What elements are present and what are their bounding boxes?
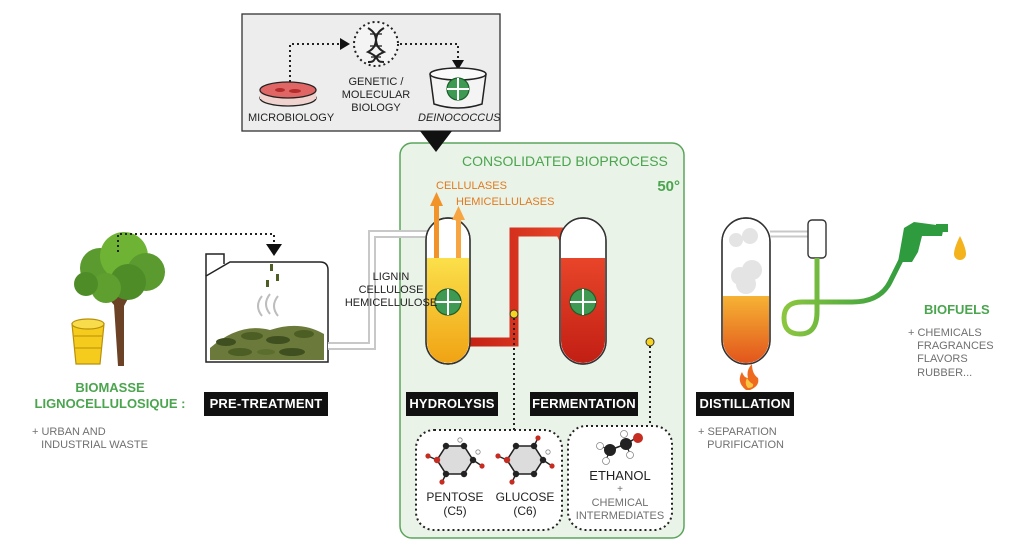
- distillation-column: [721, 217, 771, 365]
- biofuels-list: + CHEMICALS FRAGRANCES FLAVORS RUBBER...: [908, 327, 994, 379]
- enzyme-arrows: [430, 192, 465, 258]
- petri-dish-icon: [259, 81, 317, 107]
- glucose-molecule-icon: [495, 435, 555, 485]
- fermentation-tank: [559, 217, 607, 365]
- biomass-title: BIOMASSE LIGNOCELLULOSIQUE :: [34, 380, 186, 411]
- fuel-nozzle-icon: [898, 222, 948, 262]
- sugar-junction: [509, 309, 519, 319]
- biomass-note: + URBAN AND INDUSTRIAL WASTE: [32, 426, 148, 452]
- pentose-molecule-icon: [425, 437, 485, 485]
- dna-icon: [353, 21, 399, 67]
- hydrolysis-label: HYDROLYSIS: [406, 392, 498, 416]
- pretreatment-output-label: LIGNIN CELLULOSE HEMICELLULOSE: [344, 271, 438, 310]
- temperature-label: 50°: [657, 178, 680, 195]
- cbp-title: CONSOLIDATED BIOPROCESS: [462, 153, 668, 169]
- condenser-box: [807, 219, 827, 259]
- hemicellulases-label: HEMICELLULASES: [456, 196, 555, 208]
- tree-icon: [74, 232, 165, 366]
- microbiology-label: MICROBIOLOGY: [248, 112, 335, 124]
- glucose-label: GLUCOSE (C6): [495, 490, 555, 519]
- ethanol-box: [567, 425, 673, 531]
- distillation-note: + SEPARATION PURIFICATION: [698, 426, 784, 452]
- flame-icon: [739, 364, 759, 390]
- ethanol-junction: [645, 337, 655, 347]
- chemical-intermediates-label: CHEMICAL INTERMEDIATES: [575, 497, 665, 523]
- deinococcus-label: DEINOCOCCUS: [418, 112, 501, 124]
- fermentation-label: FERMENTATION: [530, 392, 638, 416]
- cellulases-label: CELLULASES: [436, 180, 507, 192]
- fuel-hose: [781, 248, 909, 337]
- genetic-biology-label: GENETIC / MOLECULAR BIOLOGY: [341, 76, 411, 115]
- pretreatment-label: PRE-TREATMENT: [204, 392, 328, 416]
- ethanol-label: ETHANOL: [589, 468, 651, 483]
- distillation-label: DISTILLATION: [696, 392, 794, 416]
- lab-panel: [241, 13, 501, 152]
- pretreatment-tank: [205, 253, 329, 363]
- ethanol-plus: +: [617, 484, 623, 495]
- ethanol-molecule-icon: [596, 430, 643, 465]
- biofuels-title: BIOFUELS: [924, 302, 990, 317]
- deinococcus-jar-icon: [429, 67, 487, 109]
- pentose-label: PENTOSE (C5): [426, 490, 484, 519]
- basket-icon: [71, 318, 105, 365]
- fuel-drop-icon: [954, 236, 966, 260]
